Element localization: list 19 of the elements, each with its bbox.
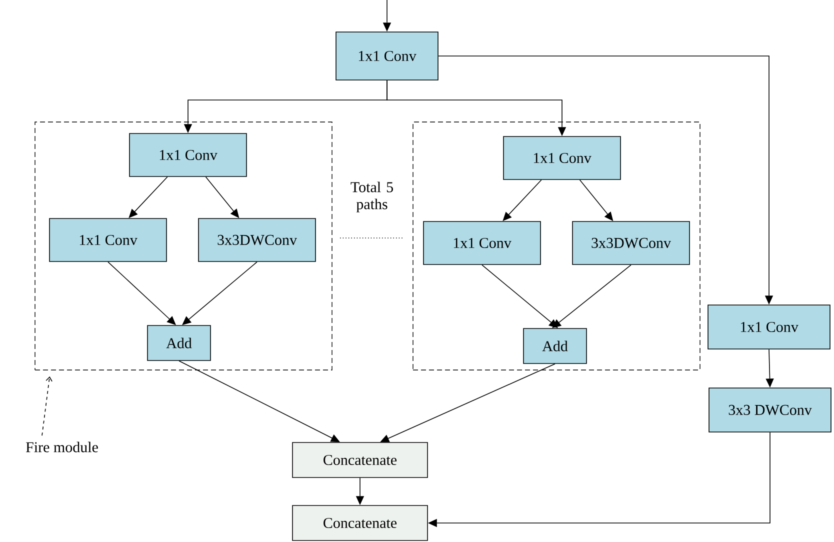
dashed-frame [34,122,332,370]
process-box: 3x3DWConv [572,221,690,265]
process-box: 1x1 Conv [423,221,541,265]
process-box: 1x1 Conv [49,218,167,262]
process-box: 1x1 Conv [336,32,438,80]
process-box: Concatenate [292,442,428,478]
leader-line [42,376,52,436]
note-text: Total 5 paths [350,182,393,212]
process-box: 3x3 DWConv [708,388,832,432]
dashed-frame [412,122,700,370]
process-box: 1x1 Conv [503,136,621,180]
arrow [178,360,340,442]
caption-text: Fire module [26,442,98,452]
process-box: Concatenate [292,505,428,541]
process-box: Add [147,325,211,361]
process-box: 3x3DWConv [198,218,316,262]
process-box: 1x1 Conv [708,304,830,350]
process-box: Add [523,328,587,364]
process-box: 1x1 Conv [129,133,247,177]
